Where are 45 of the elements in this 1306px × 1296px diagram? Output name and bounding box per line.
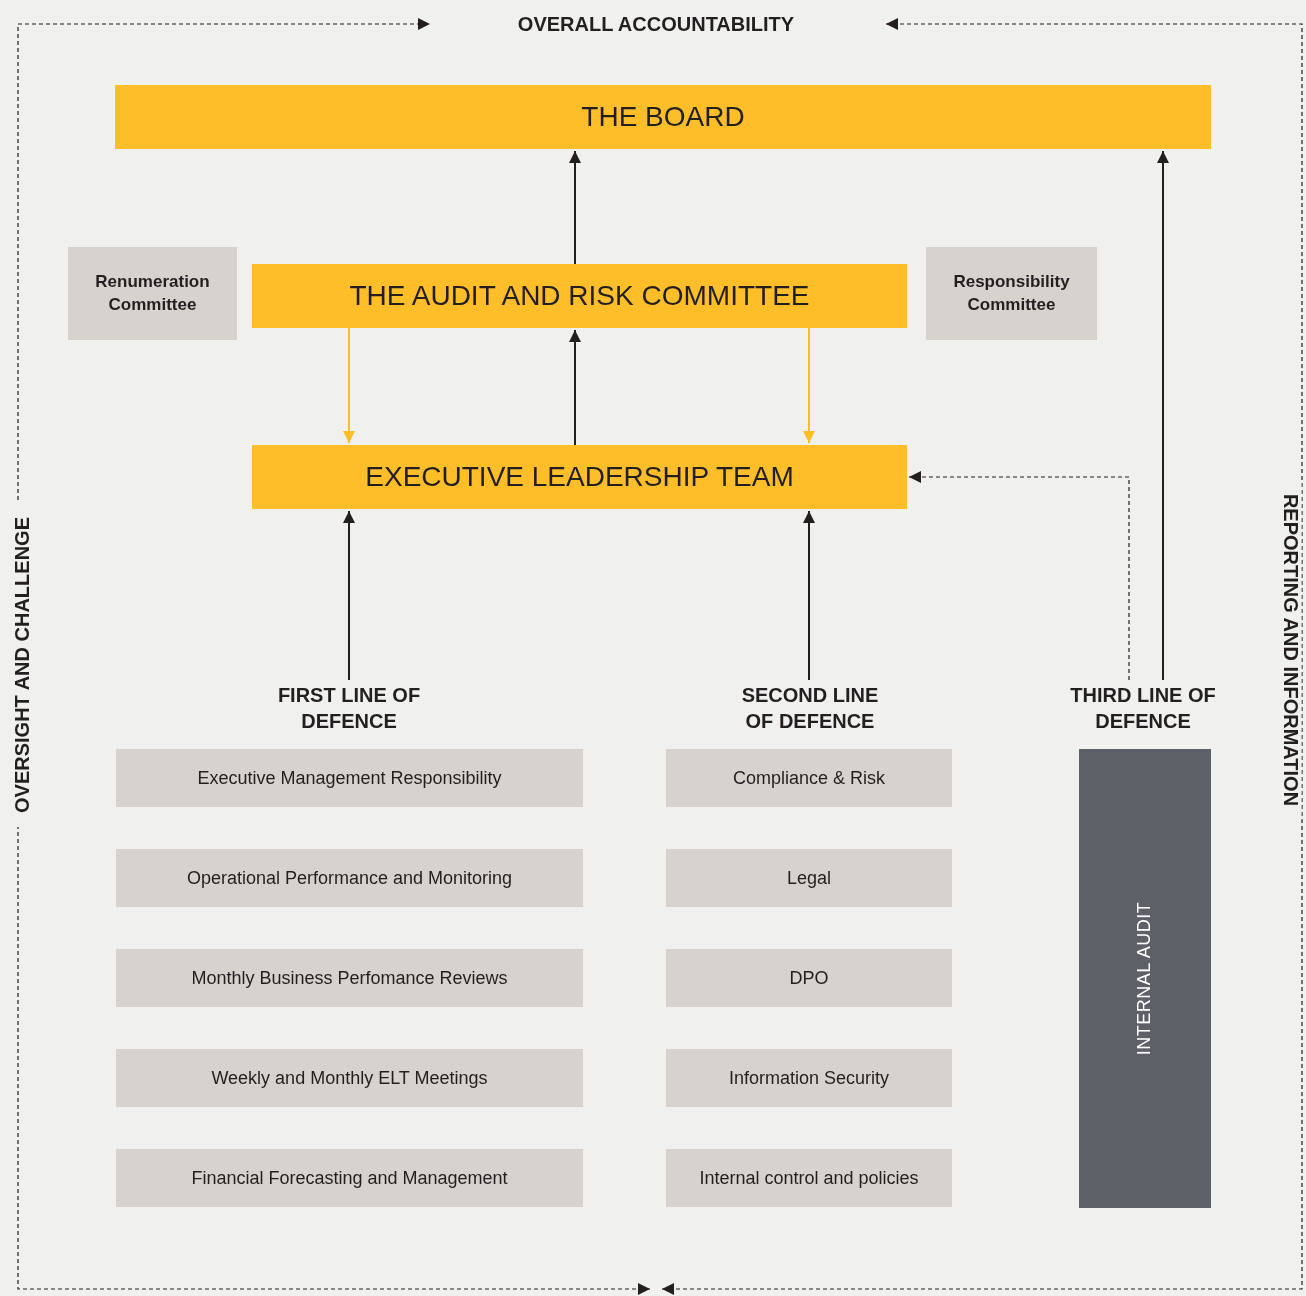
box-label: Information Security	[728, 1067, 890, 1089]
governance-box	[115, 85, 1211, 149]
column-heading: FIRST LINE OF DEFENCE	[276, 683, 422, 734]
arrow	[569, 329, 581, 446]
box-label: Monthly Business Perfomance Reviews	[191, 967, 508, 989]
process-box	[666, 1049, 952, 1107]
process-box	[666, 749, 952, 807]
box-label: DPO	[789, 967, 829, 989]
box-label: Weekly and Monthly ELT Meetings	[211, 1067, 488, 1089]
arrow	[803, 510, 815, 681]
committee-box	[68, 247, 237, 340]
arrow	[803, 327, 815, 444]
process-box	[116, 749, 583, 807]
process-box	[666, 1149, 952, 1207]
box-label: THE BOARD	[581, 101, 745, 133]
box-label: EXECUTIVE LEADERSHIP TEAM	[365, 461, 794, 493]
box-label: Responsibility Committee	[952, 271, 1071, 316]
process-box	[116, 1049, 583, 1107]
heading-text: OVERALL ACCOUNTABILITY	[517, 12, 795, 36]
column-heading: THIRD LINE OF DEFENCE	[1069, 683, 1217, 734]
process-box	[116, 949, 583, 1007]
arrow	[343, 510, 355, 681]
box-label: Internal control and policies	[699, 1167, 919, 1189]
box-label: Renumeration Committee	[94, 271, 211, 316]
box-label: THE AUDIT AND RISK COMMITTEE	[349, 280, 810, 312]
governance-box	[252, 264, 907, 328]
process-box	[116, 849, 583, 907]
audit-bar	[1079, 749, 1211, 1208]
box-label: Compliance & Risk	[732, 767, 886, 789]
box-label: INTERNAL AUDIT	[1134, 901, 1156, 1056]
arrow	[569, 150, 581, 265]
column-heading: SECOND LINE OF DEFENCE	[740, 683, 880, 734]
dashed-arrow	[908, 471, 1130, 681]
box-label: Legal	[786, 867, 831, 889]
process-box	[666, 849, 952, 907]
process-box	[116, 1149, 583, 1207]
arrow	[1157, 150, 1169, 681]
box-label: Financial Forecasting and Management	[191, 1167, 508, 1189]
governance-box	[252, 445, 907, 509]
box-label: Operational Performance and Monitoring	[186, 867, 513, 889]
arrow	[343, 327, 355, 444]
dashed-arrow	[661, 18, 1303, 1295]
box-label: Executive Management Responsibility	[197, 767, 502, 789]
process-box	[666, 949, 952, 1007]
committee-box	[926, 247, 1097, 340]
